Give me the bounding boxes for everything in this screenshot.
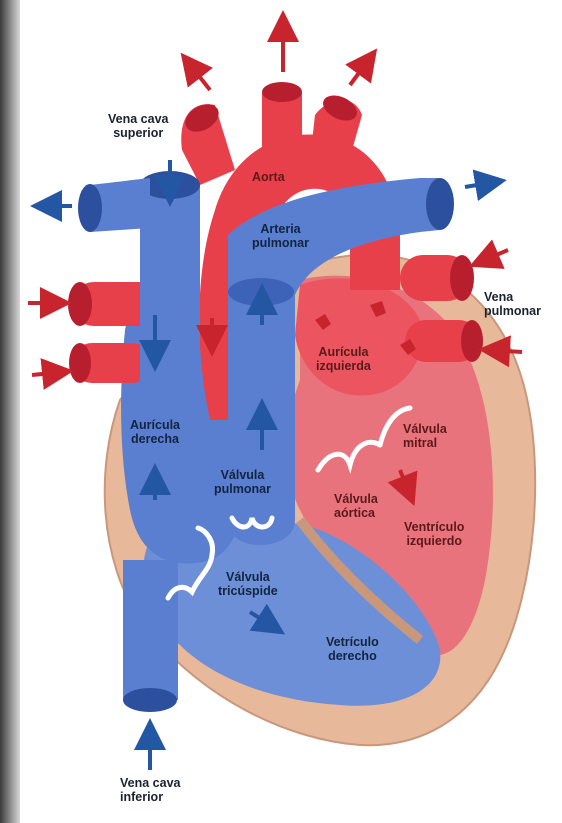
label-vena-pulmonar: Vena pulmonar [484, 290, 541, 318]
label-valvula-pulmonar: Válvula pulmonar [214, 468, 271, 496]
label-valvula-mitral: Válvula mitral [403, 422, 447, 450]
label-arteria-pulmonar: Arteria pulmonar [252, 222, 309, 250]
label-ventriculo-izquierdo: Ventrículo izquierdo [404, 520, 464, 548]
label-auricula-izquierda: Aurícula izquierda [316, 345, 371, 373]
label-vena-cava-superior: Vena cava superior [108, 112, 168, 140]
label-aorta: Aorta [252, 170, 285, 184]
label-valvula-tricuspide: Válvula tricúspide [218, 570, 278, 598]
vena-cava-superior [140, 185, 200, 520]
label-vena-cava-inferior: Vena cava inferior [120, 776, 180, 804]
vena-cava-inferior [123, 560, 178, 700]
label-valvula-aortica: Válvula aórtica [334, 492, 378, 520]
label-auricula-derecha: Aurícula derecha [130, 418, 180, 446]
label-ventriculo-derecho: Vetrículo derecho [326, 635, 379, 663]
